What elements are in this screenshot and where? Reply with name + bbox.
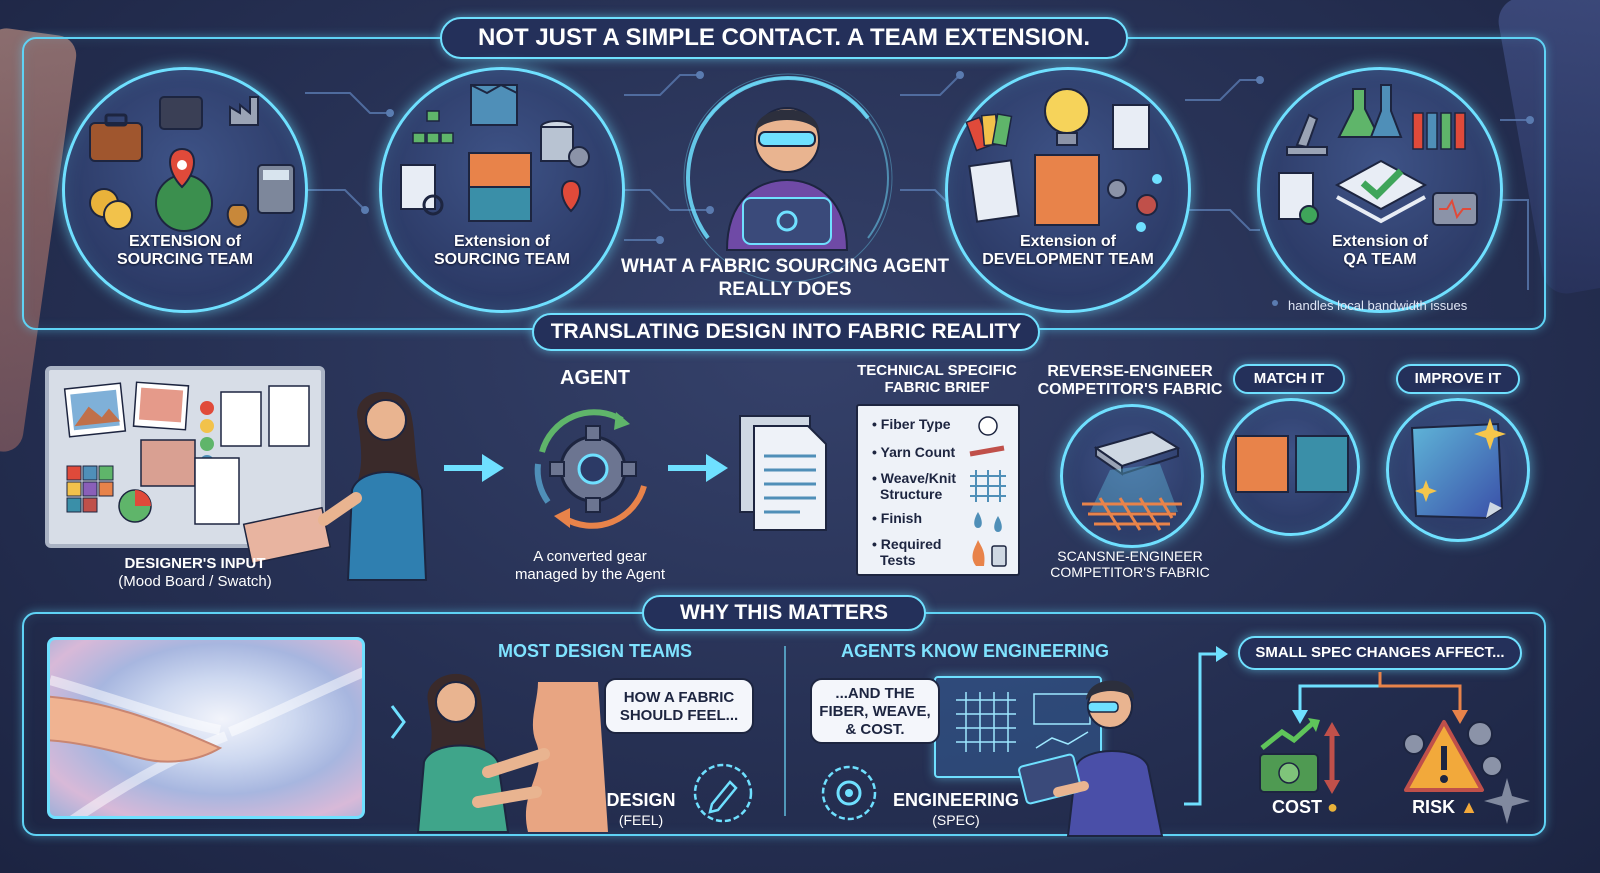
fabric-brief-card: • Fiber Type • Yarn Count • Weave/Knit S…	[856, 404, 1020, 576]
sparkle-icon	[1484, 778, 1530, 824]
match-it-label: MATCH IT	[1233, 364, 1345, 394]
fabric-touch-image	[47, 637, 365, 819]
designer-input-caption: DESIGNER'S INPUT (Mood Board / Swatch)	[118, 555, 272, 590]
engineering-label: ENGINEERING (SPEC)	[892, 790, 1020, 828]
section-translating-title: TRANSLATING DESIGN INTO FABRIC REALITY	[532, 313, 1040, 351]
mood-board	[45, 366, 332, 565]
engineer-figure	[1018, 680, 1164, 837]
agent-label: AGENT	[560, 367, 630, 389]
development-icons	[965, 88, 1162, 232]
cost-icon	[1259, 718, 1340, 794]
sourcing-icons-1	[89, 96, 295, 232]
design-label: DESIGN (FEEL)	[606, 790, 676, 828]
sourcing-icons-2	[400, 83, 590, 222]
chevron-right-icon	[390, 705, 406, 739]
agent-avatar	[725, 107, 849, 251]
improve-it-label: IMPROVE IT	[1396, 364, 1520, 394]
designer-touching-fabric	[416, 673, 608, 833]
gear-icon	[534, 409, 647, 529]
document-stack-icon	[739, 415, 827, 531]
header-title: NOT JUST A SIMPLE CONTACT. A TEAM EXTENS…	[440, 17, 1128, 59]
brief-item-weave: • Weave/Knit	[872, 470, 957, 486]
warning-icon: ▲	[1460, 797, 1478, 817]
risk-icon	[1403, 720, 1503, 792]
section-why-title: WHY THIS MATTERS	[642, 595, 926, 631]
most-design-teams-label: MOST DESIGN TEAMS	[497, 641, 692, 661]
bandwidth-note: handles local bandwidth issues	[1288, 298, 1468, 313]
money-bag-icon: ●	[1327, 797, 1338, 817]
pencil-badge-icon	[693, 763, 753, 823]
connector-arrow	[1184, 646, 1228, 806]
section-divider	[784, 646, 786, 816]
agent-hologram-arcs	[683, 73, 893, 283]
brief-item-structure: Structure	[880, 486, 943, 502]
qa-icons	[1278, 84, 1478, 226]
small-spec-changes-label: SMALL SPEC CHANGES AFFECT...	[1238, 636, 1522, 670]
brief-item-yarn: • Yarn Count	[872, 444, 956, 460]
improve-swatch	[1410, 418, 1506, 520]
circuit-lines-top	[305, 71, 1534, 306]
split-arrows	[1292, 672, 1468, 724]
arrow-agent-to-brief	[668, 454, 728, 482]
brief-item-required: • Required	[872, 536, 942, 552]
blueprint-screen	[934, 676, 1102, 778]
gear-badge-icon	[821, 765, 877, 821]
brief-item-tests: Tests	[880, 552, 916, 568]
arrow-input-to-agent	[444, 454, 504, 482]
cost-label: COST ●	[1272, 797, 1338, 817]
brief-item-fiber: • Fiber Type	[872, 416, 951, 432]
brief-item-finish: • Finish	[872, 510, 923, 526]
match-swatches	[1235, 435, 1349, 493]
designer-figure	[318, 391, 428, 581]
brief-icons	[969, 416, 1007, 567]
agents-know-engineering-label: AGENTS KNOW ENGINEERING	[840, 641, 1109, 661]
risk-label: RISK ▲	[1412, 797, 1478, 817]
scanner-icon	[1082, 430, 1182, 531]
